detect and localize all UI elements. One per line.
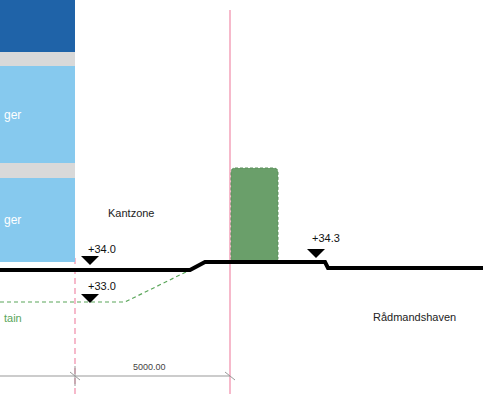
annotation-label: Kantzone xyxy=(108,207,154,219)
dimension-extension xyxy=(75,366,76,386)
floor-slab xyxy=(0,52,75,66)
floor-slab xyxy=(0,163,75,178)
dimension-line xyxy=(0,376,230,377)
dimension-tick xyxy=(225,372,235,380)
annotation-label: Rådmandshaven xyxy=(373,311,456,323)
terrain-line xyxy=(0,262,483,270)
level-marker xyxy=(81,256,99,265)
annotation-label: tain xyxy=(4,312,22,324)
annotation-label: 5000.00 xyxy=(133,363,166,373)
excavation-line xyxy=(0,270,190,302)
annotation-label: +33.0 xyxy=(88,280,116,292)
floor-volume: ger xyxy=(0,66,75,163)
annotation-label: +34.3 xyxy=(312,232,340,244)
level-marker xyxy=(81,294,99,303)
boundary-dashed xyxy=(74,258,75,394)
floor-label: ger xyxy=(0,108,21,122)
level-marker xyxy=(307,249,325,258)
floor-label: ger xyxy=(0,213,21,227)
roof-band xyxy=(0,0,75,52)
property-line xyxy=(229,10,230,394)
floor-volume: ger xyxy=(0,178,75,262)
hedge xyxy=(231,168,278,262)
annotation-label: +34.0 xyxy=(88,243,116,255)
